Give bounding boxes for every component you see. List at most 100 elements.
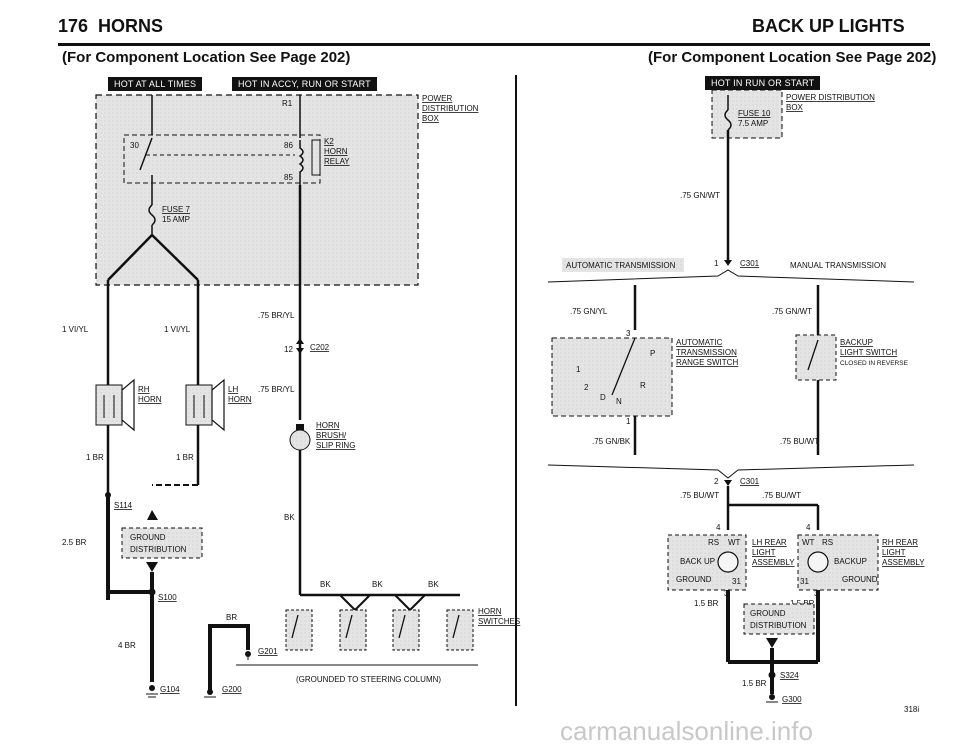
power-box-right-label-1: POWER DISTRIBUTION: [786, 93, 875, 102]
gear-r: R: [640, 381, 646, 390]
rh-horn: [95, 384, 123, 426]
power-box-label-3: BOX: [422, 114, 440, 123]
fuse-label-2: 15 AMP: [162, 215, 190, 224]
lh-rs: RS: [708, 538, 719, 547]
wire-1br-right: 1 BR: [176, 453, 194, 462]
lh-pin-31: 31: [732, 577, 741, 586]
horn-switches-label-2: SWITCHES: [478, 617, 520, 626]
splice-s100: S100: [158, 593, 177, 602]
page-number: 176: [58, 16, 89, 36]
c301-pin-2: 2: [714, 477, 719, 486]
power-box-label-2: DISTRIBUTION: [422, 104, 479, 113]
pin-r1: R1: [282, 99, 293, 108]
ground-g201: G201: [258, 647, 278, 656]
wire-bk-3: BK: [372, 580, 383, 589]
power-distribution-box: [95, 94, 419, 286]
lh-rear-label-2: LIGHT: [752, 548, 776, 557]
ground-distribution-left: [121, 527, 203, 559]
lh-horn-label-1: LH: [228, 385, 238, 394]
automatic-transmission-range-switch: [551, 337, 673, 417]
range-switch-pin-1: 1: [626, 417, 631, 426]
horn-switches: [285, 609, 474, 651]
hot-run-start-tag: HOT IN RUN OR START: [705, 76, 821, 90]
wire-1br-left: 1 BR: [86, 453, 104, 462]
gear-2: 2: [584, 383, 589, 392]
splice-s324: S324: [780, 671, 799, 680]
backup-switch-label-2: LIGHT SWITCH: [840, 348, 897, 357]
range-switch-label-3: RANGE SWITCH: [676, 358, 738, 367]
rh-rear-label-3: ASSEMBLY: [882, 558, 925, 567]
relay-label-2: HORN: [324, 147, 348, 156]
ground-dist-right-label-2: DISTRIBUTION: [750, 621, 807, 630]
rh-rear-label-2: LIGHT: [882, 548, 906, 557]
horns-diagram: POWER DISTRIBUTION BOX R1 30 86 85 K2 HO…: [62, 94, 520, 698]
slip-ring-label-2: BRUSH/: [316, 431, 347, 440]
ground-dist-label-1: GROUND: [130, 533, 166, 542]
right-page-title: BACK UP LIGHTS: [752, 16, 905, 36]
wire-2-5br: 2.5 BR: [62, 538, 87, 547]
ground-g104: G104: [160, 685, 180, 694]
ground-dist-right-label-1: GROUND: [750, 609, 786, 618]
wire-75-gn-yl: .75 GN/YL: [570, 307, 608, 316]
pin-86: 86: [284, 141, 293, 150]
power-box-right-label-2: BOX: [786, 103, 804, 112]
horn-brush-slip-ring: [289, 429, 311, 451]
wire-1-5br-left: 1.5 BR: [694, 599, 719, 608]
hot-accy-run-start-tag: HOT IN ACCY, RUN OR START: [232, 77, 377, 91]
rh-backup-label: BACKUP: [834, 557, 867, 566]
wire-bk-1: BK: [284, 513, 295, 522]
fuse-10-amp: 7.5 AMP: [738, 119, 768, 128]
wire-75-br-yl-2: .75 BR/YL: [258, 385, 295, 394]
lh-backup-label: BACK UP: [680, 557, 715, 566]
slip-ring-label-3: SLIP RING: [316, 441, 355, 450]
ground-g300: G300: [782, 695, 802, 704]
slip-ring-label-1: HORN: [316, 421, 340, 430]
lh-ground-label: GROUND: [676, 575, 712, 584]
wire-1vi-yl-left: 1 VI/YL: [62, 325, 89, 334]
rh-rs: RS: [822, 538, 833, 547]
lh-rear-label-3: ASSEMBLY: [752, 558, 795, 567]
range-switch-pin-3: 3: [626, 329, 631, 338]
wire-1-5br-bottom: 1.5 BR: [742, 679, 767, 688]
power-distribution-box-right: [711, 89, 783, 139]
rh-wt: WT: [802, 538, 815, 547]
backup-light-switch: [795, 334, 837, 381]
connector-c301-top: C301: [740, 259, 760, 268]
pin-4-left: 4: [716, 523, 721, 532]
wire-bk-2: BK: [320, 580, 331, 589]
hot-at-all-times-tag: HOT AT ALL TIMES: [108, 77, 203, 91]
wire-4br: 4 BR: [118, 641, 136, 650]
left-page-title: HORNS: [98, 16, 164, 36]
rh-horn-label-2: HORN: [138, 395, 162, 404]
power-box-label-1: POWER: [422, 94, 452, 103]
pin-30: 30: [130, 141, 139, 150]
left-subtitle: (For Component Location See Page 202): [62, 49, 351, 66]
wire-1vi-yl-right: 1 VI/YL: [164, 325, 191, 334]
lh-horn-label-2: HORN: [228, 395, 252, 404]
page-code: 318i: [904, 705, 919, 714]
pin-4-right: 4: [806, 523, 811, 532]
splice-s114: S114: [114, 501, 133, 510]
backup-switch-label-1: BACKUP: [840, 338, 873, 347]
wire-75-gn-wt-2: .75 GN/WT: [772, 307, 812, 316]
rh-ground-label: GROUND: [842, 575, 878, 584]
wire-br: BR: [226, 613, 237, 622]
ground-g200: G200: [222, 685, 242, 694]
fuse-label-1: FUSE 7: [162, 205, 191, 214]
wire-75-gn-bk: .75 GN/BK: [592, 437, 631, 446]
gear-p: P: [650, 349, 655, 358]
steering-column-note: (GROUNDED TO STEERING COLUMN): [296, 675, 441, 684]
lh-wt: WT: [728, 538, 741, 547]
lh-horn: [185, 384, 213, 426]
lh-rear-label-1: LH REAR: [752, 538, 787, 547]
horn-switches-label-1: HORN: [478, 607, 502, 616]
wire-75-gn-wt-top: .75 GN/WT: [680, 191, 720, 200]
automatic-transmission-label: AUTOMATIC TRANSMISSION: [566, 261, 676, 270]
rh-rear-label-1: RH REAR: [882, 538, 918, 547]
gear-d: D: [600, 393, 606, 402]
right-subtitle: (For Component Location See Page 202): [648, 49, 937, 66]
wire-75-bu-wt-3: .75 BU/WT: [762, 491, 801, 500]
header-rule: [58, 43, 930, 46]
wire-75-br-yl-1: .75 BR/YL: [258, 311, 295, 320]
connector-c202: C202: [310, 343, 330, 352]
